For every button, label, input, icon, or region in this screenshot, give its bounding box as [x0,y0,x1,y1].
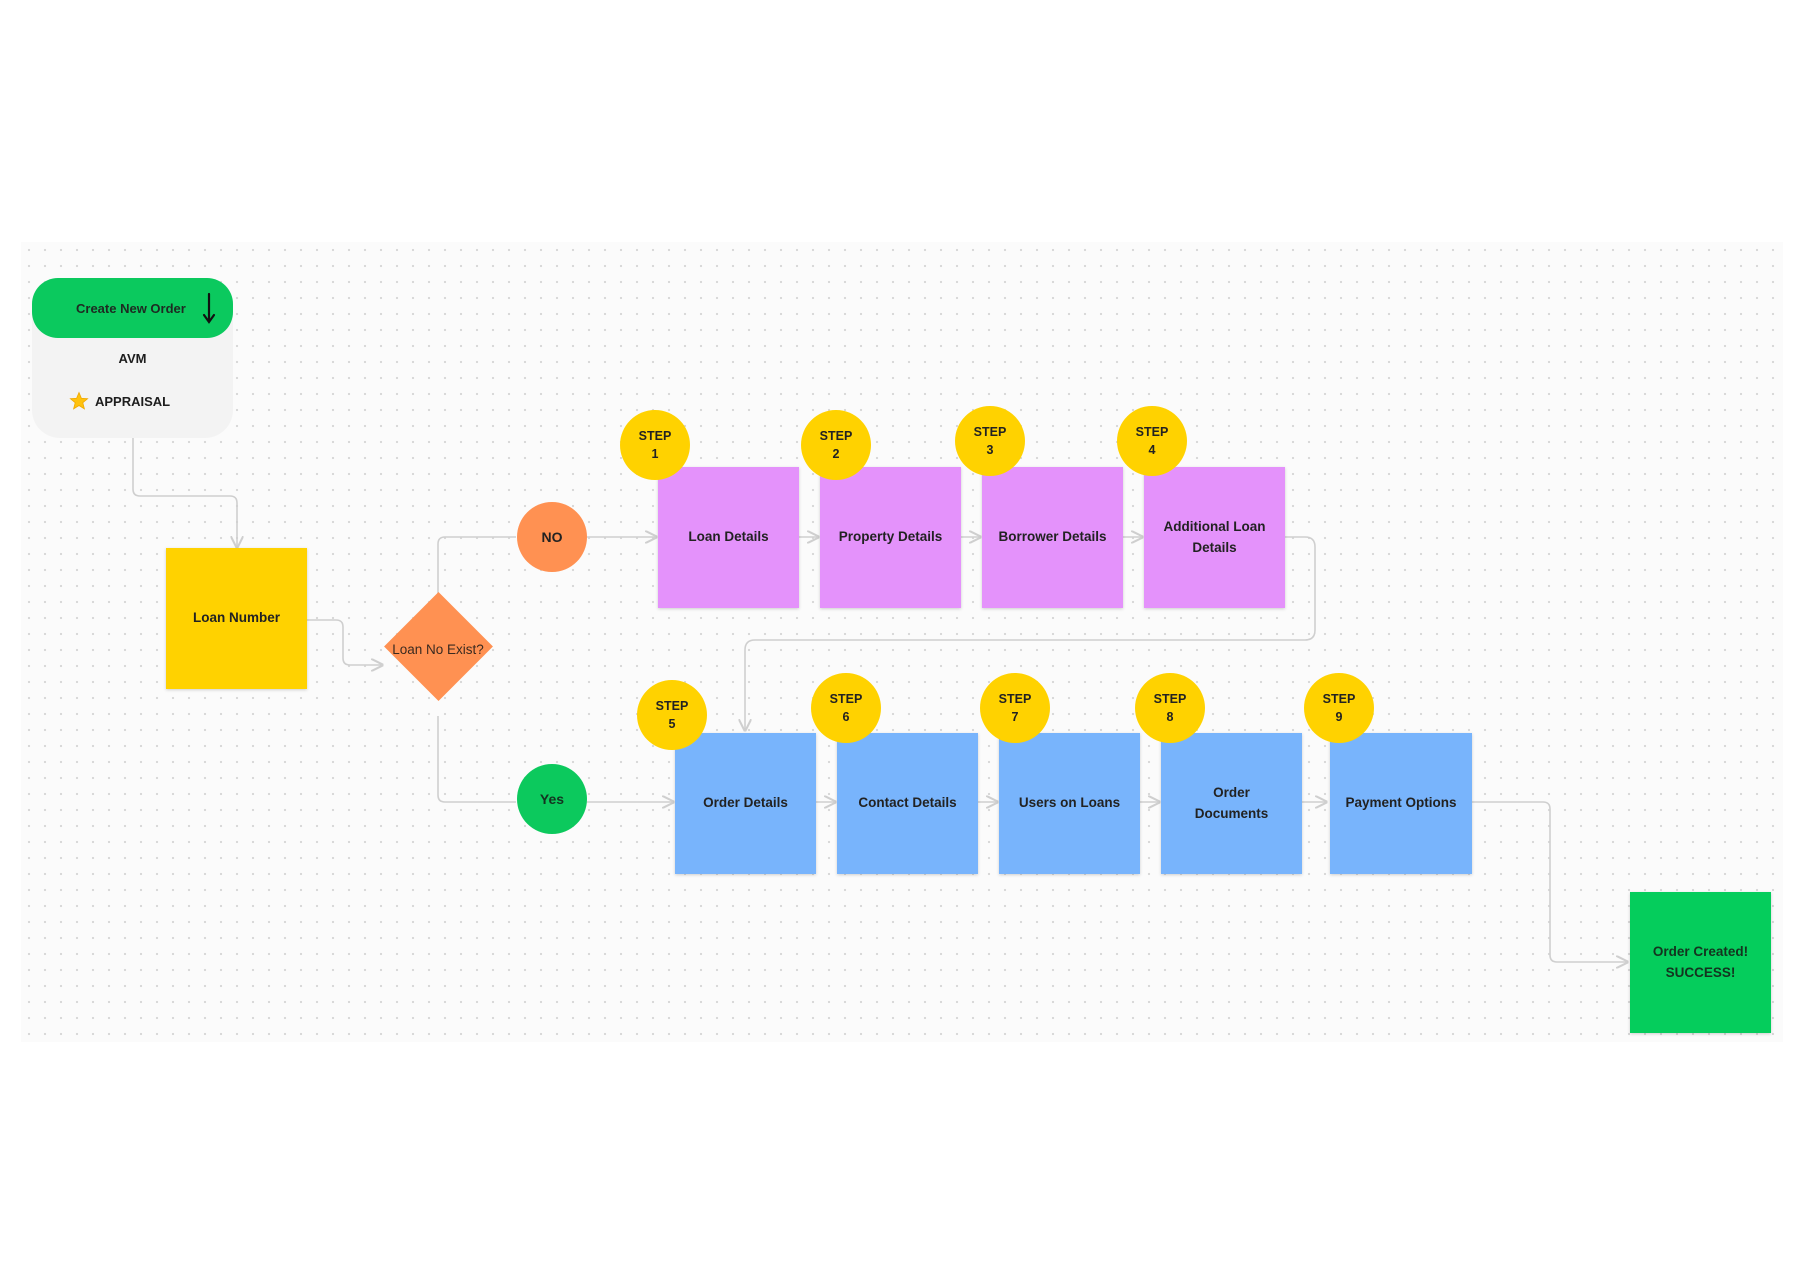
step-badge-9-word: STEP [1322,691,1356,706]
step-badge-1-word: STEP [638,428,672,443]
step-badge-4[interactable]: STEP 4 [1117,406,1187,476]
step-badge-6[interactable]: STEP 6 [811,673,881,743]
step-badge-5[interactable]: STEP 5 [637,680,707,750]
step-3-label: Borrower Details [998,529,1107,545]
step-2-property-details-note[interactable]: Property Details [820,467,961,608]
step-1-label: Loan Details [688,529,769,545]
step-badge-7[interactable]: STEP 7 [980,673,1050,743]
step-badge-5-word: STEP [655,698,689,713]
step-4-label: Additional Loan Details [1163,519,1266,555]
step-4-additional-loan-details-note[interactable]: Additional Loan Details [1144,467,1285,608]
step-badge-7-number: 7 [1011,710,1019,724]
step-badge-1-number: 1 [651,447,659,461]
step-badge-9-number: 9 [1335,710,1343,724]
loan-number-label: Loan Number [192,610,280,626]
menu-item-avm-label: AVM [118,351,147,366]
step-5-label: Order Details [703,795,788,811]
star-icon [69,391,89,410]
menu-item-appraisal[interactable]: APPRAISAL [69,391,170,411]
step-badge-3[interactable]: STEP 3 [955,406,1025,476]
step-6-label: Contact Details [858,795,957,811]
step-badge-5-number: 5 [668,717,676,731]
create-new-order-button[interactable]: Create New Order [32,278,233,338]
step-badge-4-word: STEP [1135,424,1169,439]
success-label: Order Created! SUCCESS! [1652,944,1749,980]
menu-item-avm[interactable]: AVM [32,351,233,366]
menu-item-appraisal-label: APPRAISAL [95,393,171,409]
step-badge-3-word: STEP [973,424,1007,439]
no-branch-label: NO [541,529,563,545]
step-badge-8-word: STEP [1153,691,1187,706]
step-8-order-documents-note[interactable]: Order Documents [1161,733,1302,874]
step-7-users-on-loans-note[interactable]: Users on Loans [999,733,1140,874]
step-7-label: Users on Loans [1018,795,1121,811]
step-badge-3-number: 3 [986,443,994,457]
yes-branch-circle[interactable]: Yes [517,764,587,834]
step-badge-7-word: STEP [998,691,1032,706]
step-badge-2-word: STEP [819,428,853,443]
step-3-borrower-details-note[interactable]: Borrower Details [982,467,1123,608]
arrow-down-icon [202,292,216,324]
order-created-success-note[interactable]: Order Created! SUCCESS! [1630,892,1771,1033]
step-badge-2[interactable]: STEP 2 [801,410,871,480]
step-9-payment-options-note[interactable]: Payment Options [1330,733,1472,874]
step-badge-4-number: 4 [1148,443,1156,457]
step-badge-1[interactable]: STEP 1 [620,410,690,480]
step-badge-6-word: STEP [829,691,863,706]
step-badge-2-number: 2 [832,447,840,461]
step-1-loan-details-note[interactable]: Loan Details [658,467,799,608]
step-5-order-details-note[interactable]: Order Details [675,733,816,874]
step-6-contact-details-note[interactable]: Contact Details [837,733,978,874]
step-badge-8-number: 8 [1166,710,1174,724]
step-8-label: Order Documents [1194,785,1269,821]
yes-branch-label: Yes [539,791,565,807]
step-9-label: Payment Options [1345,795,1457,811]
create-new-order-label: Create New Order [76,300,186,316]
no-branch-circle[interactable]: NO [517,502,587,572]
loan-number-note[interactable]: Loan Number [166,548,307,689]
step-badge-8[interactable]: STEP 8 [1135,673,1205,743]
step-2-label: Property Details [838,529,943,545]
step-badge-9[interactable]: STEP 9 [1304,673,1374,743]
step-badge-6-number: 6 [842,710,850,724]
